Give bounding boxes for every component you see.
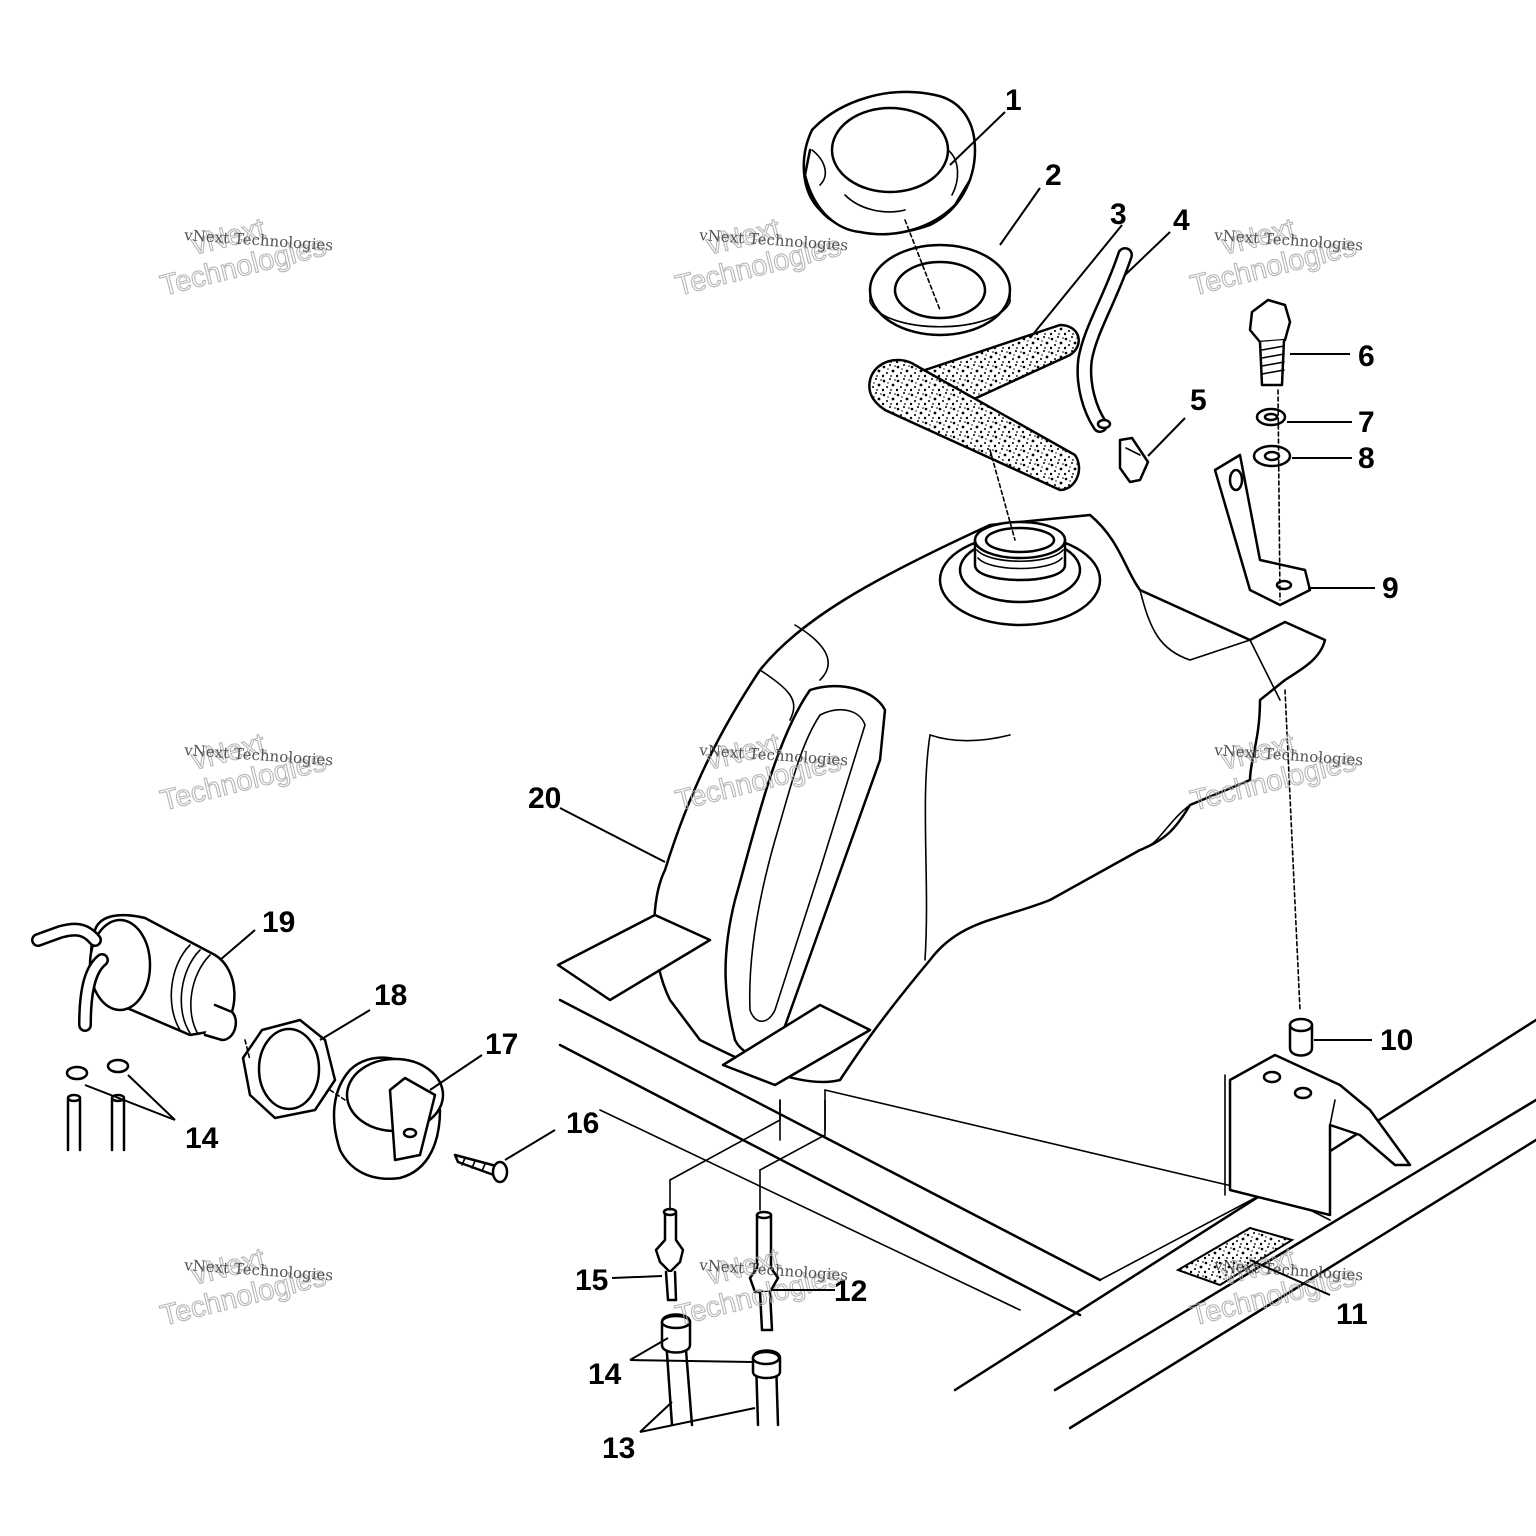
callout-14-lower: 14 — [588, 1358, 622, 1391]
fuel-line-icon — [66, 1093, 126, 1152]
washer-icon — [1252, 444, 1292, 468]
callout-16: 16 — [566, 1107, 599, 1140]
callout-14-left: 14 — [185, 1122, 219, 1155]
fuel-tank-icon — [556, 513, 1327, 1087]
spacer-icon — [1288, 1017, 1314, 1057]
callout-20: 20 — [528, 782, 561, 815]
callout-8: 8 — [1358, 442, 1375, 475]
leader-lines — [84, 111, 1375, 1433]
bolt-icon — [1248, 298, 1292, 387]
callout-4: 4 — [1173, 204, 1190, 237]
callout-10: 10 — [1380, 1024, 1413, 1057]
gasket-ring-icon — [868, 243, 1012, 337]
callout-9: 9 — [1382, 572, 1399, 605]
centerlines — [244, 219, 1301, 1211]
callout-12: 12 — [834, 1275, 867, 1308]
callout-2: 2 — [1045, 159, 1062, 192]
callout-13: 13 — [602, 1432, 635, 1465]
callout-17: 17 — [485, 1028, 518, 1061]
fuel-pump-icon — [31, 913, 238, 1042]
callout-labels: 1 2 3 4 5 6 7 8 9 10 11 12 13 14 14 15 1… — [185, 84, 1413, 1465]
callout-7: 7 — [1358, 406, 1375, 439]
vent-hose-icon — [1076, 247, 1133, 433]
mount-block-icon — [1228, 1053, 1412, 1217]
callout-6: 6 — [1358, 340, 1375, 373]
callout-5: 5 — [1190, 384, 1207, 417]
fuel-cap-icon — [802, 90, 977, 236]
callout-3: 3 — [1110, 198, 1127, 231]
callout-19: 19 — [262, 906, 295, 939]
hex-nut-icon — [241, 1018, 337, 1120]
hose-clamp-icon — [65, 1058, 130, 1081]
foam-pad-icon — [1175, 1226, 1295, 1287]
washer-icon — [1255, 407, 1287, 427]
callout-11: 11 — [1336, 1298, 1368, 1331]
foam-pad-icon — [868, 323, 1081, 492]
callout-15: 15 — [575, 1264, 608, 1297]
hose-clamp-icon — [660, 1313, 782, 1380]
bracket-icon — [1213, 453, 1312, 607]
callout-18: 18 — [374, 979, 407, 1012]
callout-1: 1 — [1005, 84, 1022, 117]
elbow-fitting-icon — [654, 1207, 685, 1302]
elbow-fitting-icon — [748, 1210, 780, 1332]
screw-icon — [453, 1153, 509, 1184]
mount-block-icon — [332, 1056, 445, 1181]
elbow-fitting-icon — [1118, 436, 1150, 484]
frame-rail-icon — [558, 998, 1536, 1430]
